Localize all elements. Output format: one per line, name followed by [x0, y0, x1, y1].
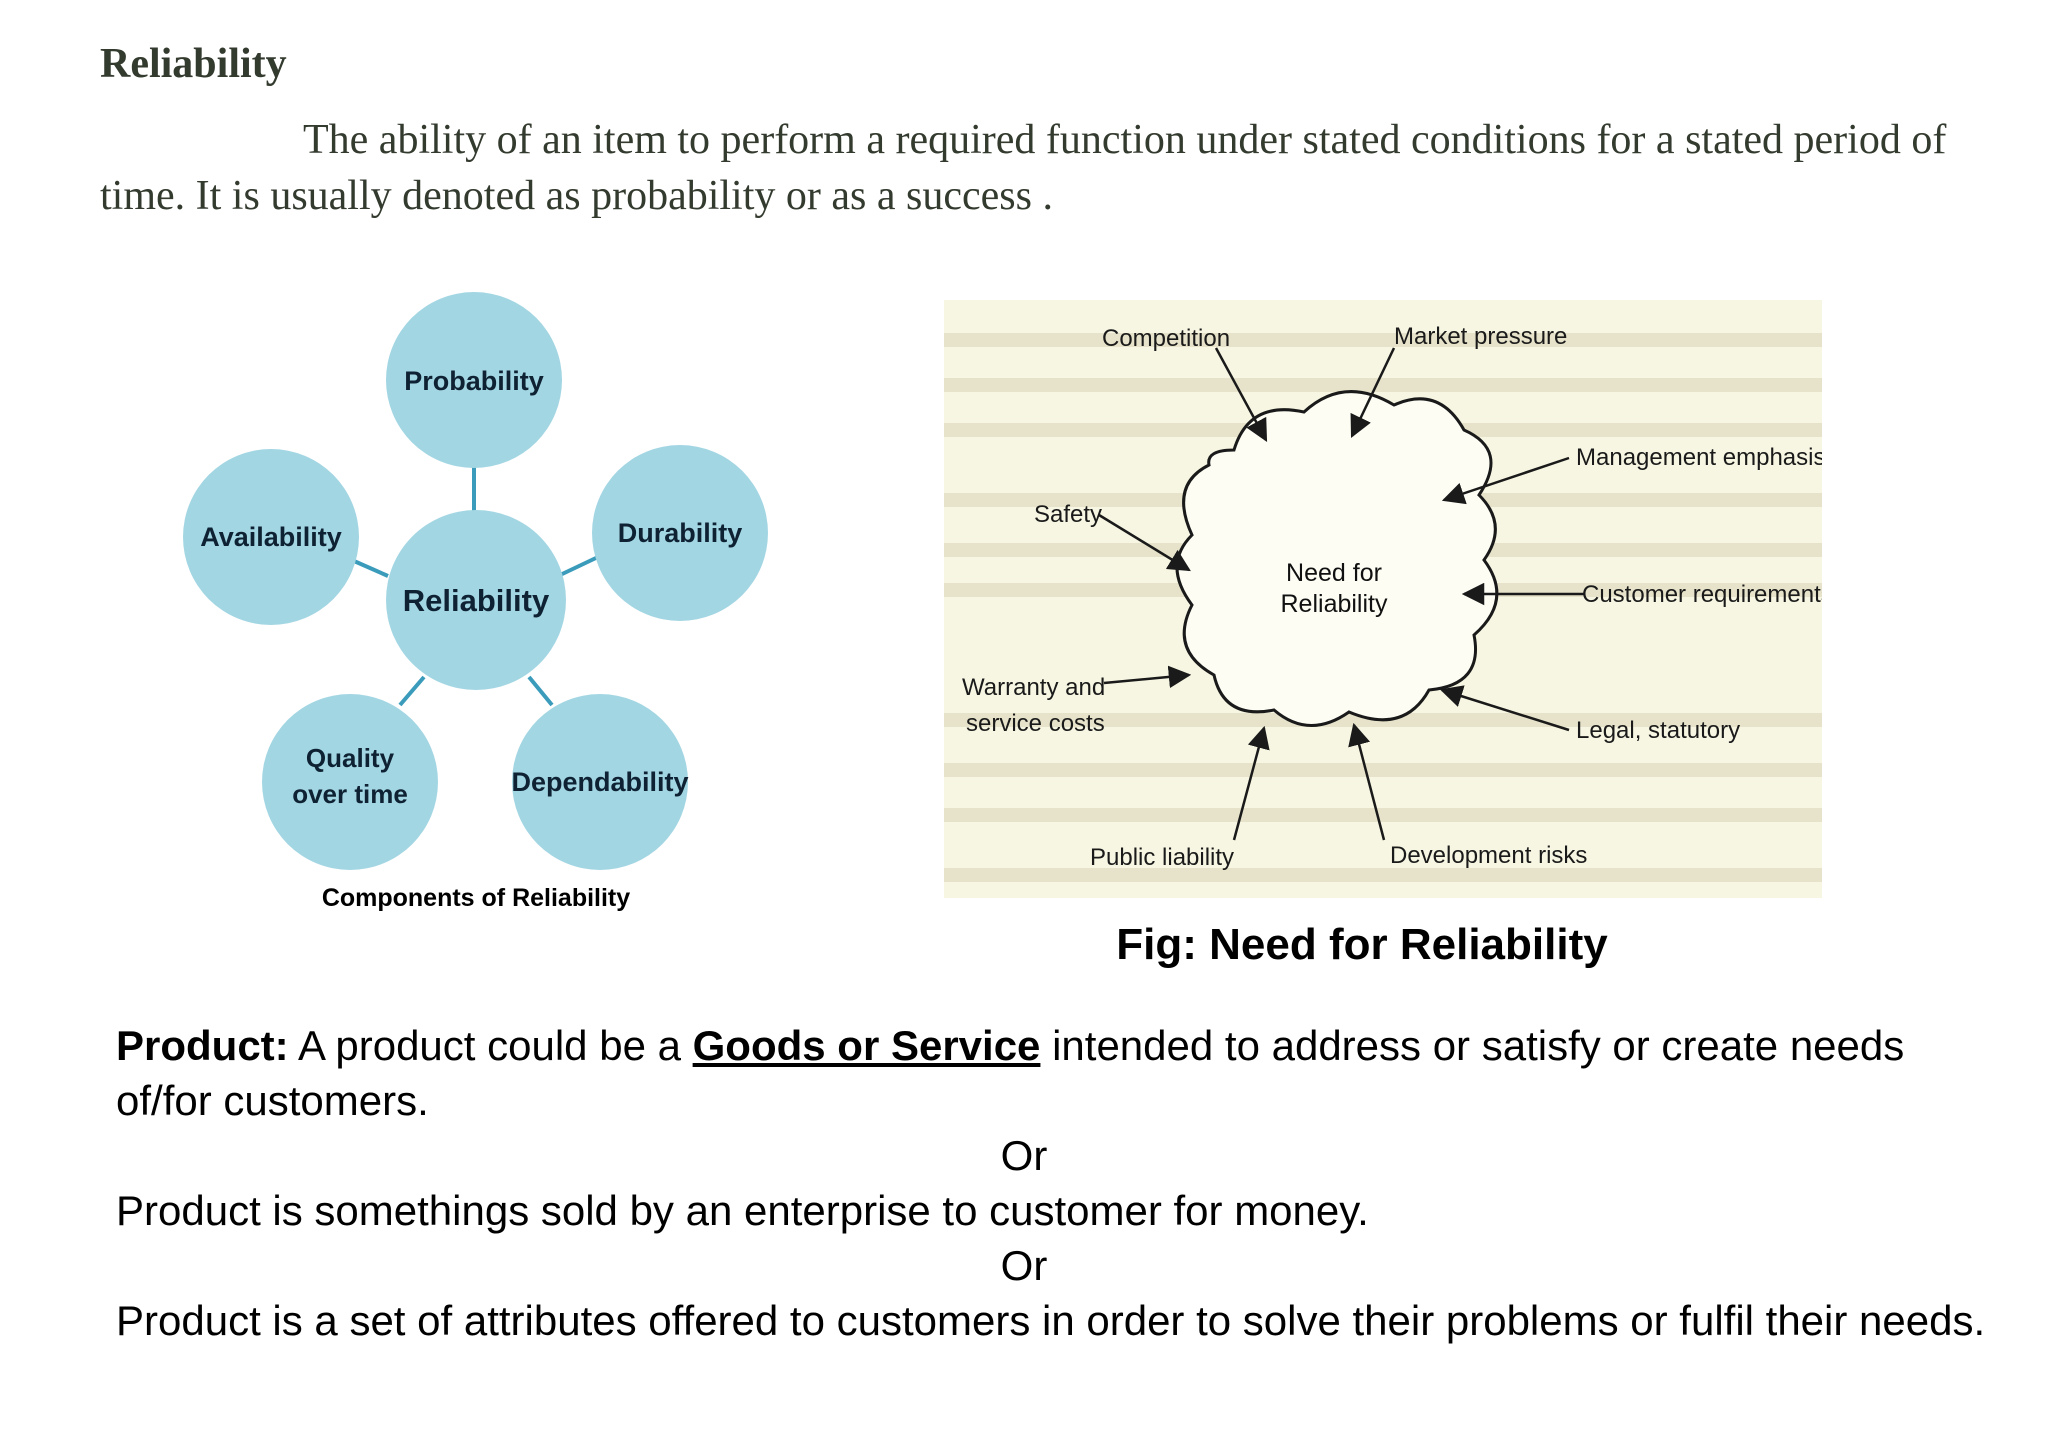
product-definition-1: Product: A product could be a Goods or S…	[116, 1018, 1996, 1128]
factor-management-emphasis: Management emphasis	[1576, 444, 1822, 471]
reliability-center-label: Reliability	[403, 583, 550, 618]
factor-arrows	[1098, 347, 1584, 841]
quality-label-line1: Quality	[306, 743, 395, 773]
quality-over-time-circle	[262, 694, 438, 870]
factor-market-pressure: Market pressure	[1394, 323, 1567, 350]
product-definition-3: Product is a set of attributes offered t…	[116, 1297, 1986, 1344]
product-line1-post: intended to address or satisfy or create…	[116, 1022, 1905, 1124]
probability-label: Probability	[404, 366, 544, 396]
probability-circle	[386, 292, 562, 468]
factor-competition: Competition	[1102, 325, 1230, 352]
factor-development-risks: Development risks	[1390, 842, 1587, 869]
need-center-line1: Need for	[1286, 559, 1382, 587]
reliability-center-circle	[386, 510, 566, 690]
factor-warranty-line2: service costs	[966, 710, 1105, 737]
components-caption: Components of Reliability	[322, 884, 630, 912]
need-figure-caption: Fig: Need for Reliability	[1116, 920, 1608, 969]
or-separator-1: Or	[1000, 1132, 1048, 1179]
or-separator-2: Or	[1000, 1242, 1048, 1289]
durability-circle	[592, 445, 768, 621]
product-line1-pre: A product could be a	[288, 1022, 693, 1069]
quality-label-line2: over time	[292, 779, 408, 809]
factor-customer-requirements: Customer requirements	[1582, 581, 1822, 608]
need-center-line2: Reliability	[1281, 590, 1388, 618]
availability-label: Availability	[200, 522, 342, 552]
connectors	[353, 467, 599, 707]
product-definitions: Product: A product could be a Goods or S…	[116, 1018, 1996, 1348]
dependability-circle	[512, 694, 688, 870]
dependability-label: Dependability	[511, 767, 688, 797]
durability-label: Durability	[618, 518, 743, 548]
product-label: Product:	[116, 1022, 289, 1069]
factor-legal-statutory: Legal, statutory	[1576, 717, 1740, 744]
factor-public-liability: Public liability	[1090, 844, 1234, 871]
components-of-reliability-diagram: Probability Durability Dependability Qua…	[183, 292, 768, 912]
reliability-definition: The ability of an item to perform a requ…	[100, 117, 1947, 219]
need-for-reliability-figure: Need for Reliability Competition Market …	[944, 300, 1822, 898]
factor-safety: Safety	[1034, 501, 1102, 528]
page-heading: Reliability	[100, 41, 287, 87]
availability-circle	[183, 449, 359, 625]
factor-warranty-line1: Warranty and	[962, 674, 1105, 701]
product-definition-2: Product is somethings sold by an enterpr…	[116, 1187, 1369, 1234]
goods-or-service-emphasis: Goods or Service	[692, 1022, 1041, 1069]
